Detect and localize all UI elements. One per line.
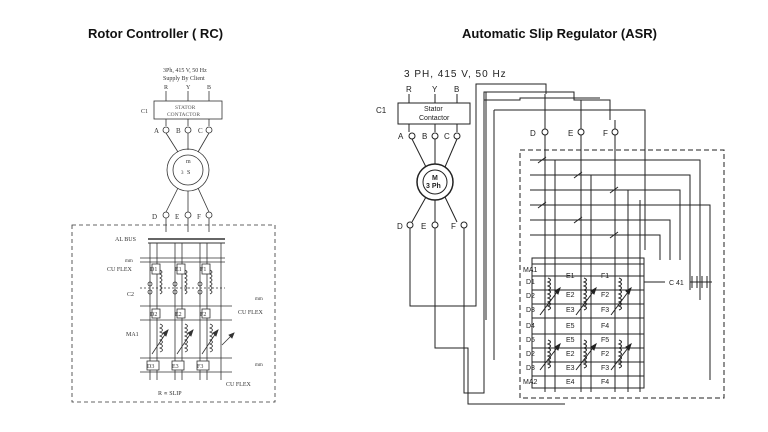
asr-tag-col3-0: F1 [601, 273, 609, 280]
asr-ma1: MA1 [523, 267, 538, 274]
rc-tag-d3: D3 [147, 364, 154, 370]
rc-terminal-c: C [198, 127, 203, 135]
asr-phase-r: R [406, 85, 412, 94]
rc-tag-d1: D1 [150, 267, 157, 273]
asr-top-terminal-d: D [530, 129, 536, 138]
asr-tag-col3-5: F2 [601, 351, 609, 358]
asr-motor-line2: 3 Ph [426, 183, 441, 190]
rc-tag-e1: E1 [175, 267, 182, 273]
asr-tag-col3-2: F3 [601, 307, 609, 314]
rc-cu-flex-bot: CU FLEX [226, 382, 252, 388]
rc-terminal-f: F [197, 213, 201, 221]
asr-tag-col1-1: D2 [526, 293, 535, 300]
rc-cu-flex-top: CU FLEX [107, 267, 133, 273]
asr-tag-col3-4: F5 [601, 337, 609, 344]
rc-al-bus: AL BUS [115, 237, 136, 243]
asr-contactor-line2: Contactor [419, 115, 450, 122]
asr-tag-col1-6: D3 [526, 365, 535, 372]
asr-tag-col1-3: D4 [526, 323, 535, 330]
rc-c1-label: C1 [141, 109, 148, 115]
asr-tag-col1-5: D2 [526, 351, 535, 358]
asr-terminal-d: D [397, 222, 403, 231]
asr-terminal-b: B [422, 132, 427, 141]
asr-terminal-f: F [451, 222, 456, 231]
rc-resistor-d [159, 269, 163, 295]
asr-tag-col2-5: E2 [566, 351, 575, 358]
rc-resistor-e [184, 269, 188, 295]
rc-tag-f2: F2 [200, 312, 206, 318]
asr-tag-col1-2: D3 [526, 307, 535, 314]
asr-c1-label: C1 [376, 106, 387, 115]
asr-tags: D1 D2 D3 D4 D5 D2 D3 MA2 E1 E2 E3 E5 E5 … [523, 273, 609, 386]
asr-phase-b: B [454, 85, 459, 94]
rc-tag-f3: F3 [197, 364, 203, 370]
rc-mm-mid: mm [255, 297, 263, 302]
rc-motor-line3: S [187, 170, 190, 176]
rc-tag-f1: F1 [200, 267, 206, 273]
rc-contactor-line1: STATOR [175, 105, 196, 111]
rc-terminal-a: A [154, 127, 159, 135]
asr-supply: 3 PH, 415 V, 50 Hz [404, 69, 507, 80]
rc-diagram: 3Ph, 415 V, 50 Hz Supply By Client R Y B… [71, 68, 276, 403]
asr-tag-col2-4: E5 [566, 337, 575, 344]
asr-stator-contactor [397, 102, 471, 125]
asr-top-terminal-e: E [568, 129, 573, 138]
asr-contactor-line1: Stator [424, 106, 443, 113]
rc-phase-r: R [164, 85, 168, 91]
asr-title: Automatic Slip Regulator (ASR) [462, 26, 658, 41]
asr-phase-y: Y [432, 85, 438, 94]
asr-c41: C 41 [669, 280, 684, 287]
rc-contactor-line2: CONTACTOR [167, 112, 200, 118]
asr-tag-col2-7: E4 [566, 379, 575, 386]
rc-cu-flex-mid: CU FLEX [238, 310, 264, 316]
rc-terminal-e: E [175, 213, 179, 221]
rc-phase-y: Y [186, 85, 191, 91]
rc-title: Rotor Controller ( RC) [88, 26, 224, 41]
asr-tag-col1-7: MA2 [523, 379, 538, 386]
rc-motor-line2: 3 [181, 171, 184, 176]
rc-slip-label: R ∝ SLIP [158, 391, 182, 397]
rc-c2: C2 [127, 292, 134, 298]
asr-tag-col3-7: F4 [601, 379, 609, 386]
asr-tag-col2-3: E5 [566, 323, 575, 330]
rc-tag-e2: E2 [175, 312, 182, 318]
rc-terminal-b: B [176, 127, 181, 135]
asr-terminal-c: C [444, 132, 450, 141]
asr-top-terminal-f: F [603, 129, 608, 138]
asr-tag-col2-2: E3 [566, 307, 575, 314]
asr-terminal-e: E [421, 222, 426, 231]
rc-phase-b: B [207, 85, 211, 91]
rc-supply-line2: Supply By Client [163, 76, 205, 82]
rc-supply-line1: 3Ph, 415 V, 50 Hz [163, 68, 207, 74]
asr-tag-col2-6: E3 [566, 365, 575, 372]
asr-tag-col1-0: D1 [526, 279, 535, 286]
asr-tag-col1-4: D5 [526, 337, 535, 344]
rc-mm-top: mm [125, 259, 133, 264]
rc-mm-bot: mm [255, 363, 263, 368]
asr-tag-col2-0: E1 [566, 273, 575, 280]
rc-motor-line1: m [186, 159, 191, 165]
rc-terminal-d: D [152, 213, 157, 221]
asr-tag-col3-6: F3 [601, 365, 609, 372]
asr-tag-col2-1: E2 [566, 292, 575, 299]
rc-tag-d2: D2 [150, 312, 157, 318]
rc-tag-e3: E3 [172, 364, 179, 370]
rc-resistor-f [209, 269, 213, 295]
asr-terminal-a: A [398, 132, 404, 141]
rc-enclosure [71, 224, 276, 403]
asr-enclosure [519, 149, 725, 399]
rc-ma1: MA1 [126, 332, 139, 338]
asr-motor-line1: M [432, 175, 438, 182]
asr-tag-col3-1: F2 [601, 292, 609, 299]
asr-motor [416, 163, 454, 201]
asr-diagram: 3 PH, 415 V, 50 Hz R Y B C1 Stator Conta… [376, 69, 725, 405]
asr-tag-col3-3: F4 [601, 323, 609, 330]
